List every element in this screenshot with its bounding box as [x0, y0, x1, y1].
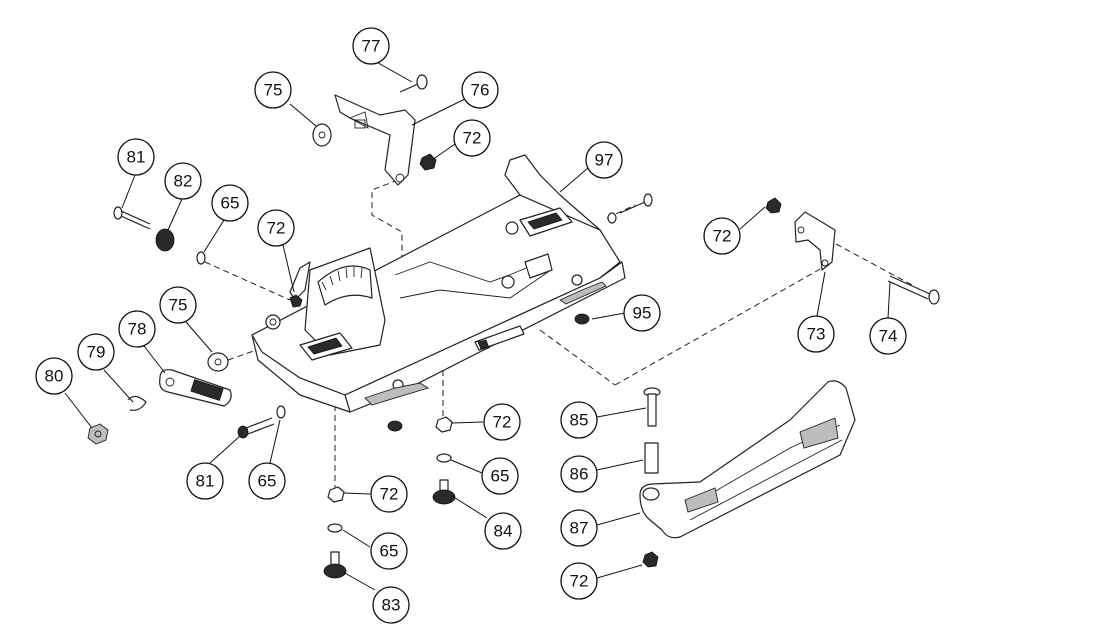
callout-78: 78 [118, 310, 156, 348]
svg-text:81: 81 [196, 472, 215, 491]
svg-text:73: 73 [807, 325, 826, 344]
base-frame [251, 154, 626, 413]
callout-72-low: 72 [370, 475, 408, 513]
callout-76: 76 [461, 71, 499, 109]
bolt-85 [643, 387, 661, 427]
callout-72-right: 72 [703, 217, 741, 255]
svg-text:74: 74 [879, 327, 898, 346]
svg-text:86: 86 [570, 465, 589, 484]
nut-72-mid [435, 416, 453, 433]
svg-text:72: 72 [463, 129, 482, 148]
callout-86: 86 [560, 455, 598, 493]
screw-77 [399, 74, 428, 93]
svg-text:80: 80 [45, 367, 64, 386]
callout-95: 95 [623, 294, 661, 332]
svg-text:84: 84 [494, 522, 513, 541]
nut-72-frame [289, 294, 303, 308]
washer-75-mid [207, 352, 229, 372]
pin-81-top [113, 206, 151, 230]
foot-84 [432, 479, 456, 505]
washer-65-mid [436, 453, 452, 463]
washer-65-lower [276, 405, 286, 419]
foot-95 [574, 313, 590, 325]
svg-text:72: 72 [713, 227, 732, 246]
svg-text:72: 72 [267, 219, 286, 238]
callout-72-frame: 72 [257, 209, 295, 247]
svg-text:81: 81 [127, 148, 146, 167]
callout-65-top: 65 [211, 184, 249, 222]
callout-75-top: 75 [254, 71, 292, 109]
nut-72-bottom [642, 551, 659, 568]
bracket-73 [794, 211, 836, 271]
nut-72-right [765, 197, 782, 214]
svg-text:65: 65 [491, 467, 510, 486]
washer-65-top [196, 251, 206, 265]
foot-83 [323, 551, 347, 579]
foot-95-front [387, 420, 403, 432]
callout-72-bottom: 72 [560, 562, 598, 600]
callout-87: 87 [560, 509, 598, 547]
bolt-81-lower [237, 417, 275, 439]
svg-text:65: 65 [221, 194, 240, 213]
washer-75-top [312, 123, 332, 147]
hardware [87, 74, 940, 579]
callout-81-top: 81 [117, 138, 155, 176]
callout-65-lower: 65 [248, 462, 286, 500]
svg-text:76: 76 [471, 81, 490, 100]
callout-80: 80 [35, 357, 73, 395]
callout-bubbles: 77 75 76 72 97 81 82 65 72 72 73 74 95 7… [35, 27, 907, 624]
svg-text:77: 77 [362, 37, 381, 56]
screw-97 [607, 193, 653, 224]
nut-80 [87, 423, 109, 445]
svg-text:75: 75 [169, 296, 188, 315]
leader-lines [64, 59, 891, 591]
svg-text:72: 72 [380, 485, 399, 504]
callout-73: 73 [797, 315, 835, 353]
lever-78 [159, 369, 232, 407]
callout-65-mid: 65 [481, 457, 519, 495]
washer-65-low [327, 523, 343, 533]
callout-77: 77 [352, 27, 390, 65]
callout-75-mid: 75 [159, 286, 197, 324]
callout-65-low: 65 [370, 532, 408, 570]
roller-82 [155, 228, 175, 252]
callout-82: 82 [164, 162, 202, 200]
svg-text:97: 97 [595, 151, 614, 170]
callout-83: 83 [372, 586, 410, 624]
bracket-76 [334, 94, 416, 186]
svg-text:72: 72 [493, 413, 512, 432]
callout-72-top: 72 [453, 119, 491, 157]
spacer-86 [644, 442, 659, 474]
handle-87 [639, 380, 856, 539]
nut-72-top [419, 153, 437, 171]
nut-72-low [327, 486, 345, 503]
callout-84: 84 [484, 512, 522, 550]
svg-text:82: 82 [174, 172, 193, 191]
svg-text:95: 95 [633, 304, 652, 323]
svg-text:78: 78 [128, 320, 147, 339]
callout-74: 74 [869, 317, 907, 355]
svg-text:65: 65 [258, 472, 277, 491]
svg-text:72: 72 [570, 572, 589, 591]
svg-text:83: 83 [382, 596, 401, 615]
callout-81-lower: 81 [186, 462, 224, 500]
clip-79 [127, 395, 147, 411]
svg-text:87: 87 [570, 519, 589, 538]
callout-97: 97 [585, 141, 623, 179]
callout-72-mid: 72 [483, 403, 521, 441]
pin-74 [887, 275, 940, 305]
callout-79: 79 [77, 333, 115, 371]
svg-text:79: 79 [87, 343, 106, 362]
svg-text:85: 85 [570, 411, 589, 430]
callout-85: 85 [560, 401, 598, 439]
svg-text:65: 65 [380, 542, 399, 561]
svg-text:75: 75 [264, 81, 283, 100]
